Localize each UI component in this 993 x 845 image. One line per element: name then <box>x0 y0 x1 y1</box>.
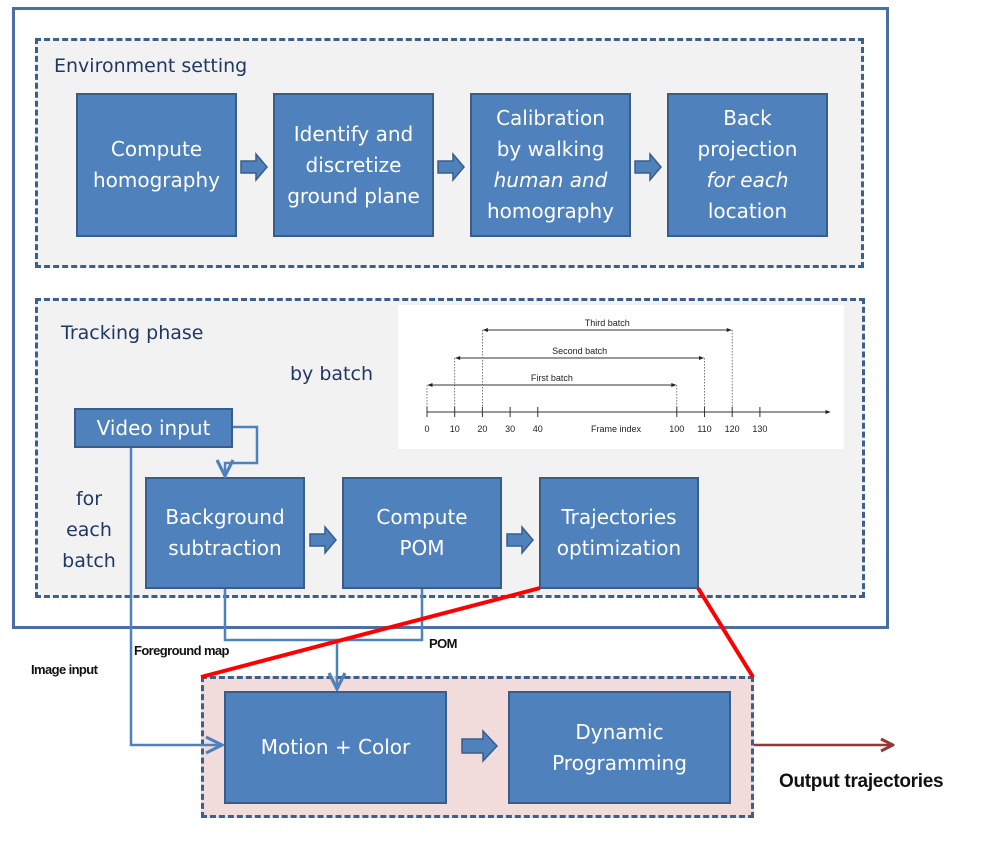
step-line: discretize <box>305 152 402 177</box>
step-line: ground plane <box>287 183 420 208</box>
step-line: homography <box>92 168 220 192</box>
chart-x-tick-label: 0 <box>424 424 429 434</box>
batch-label: Second batch <box>552 346 607 356</box>
step-compute-homography[interactable]: Compute homography <box>76 93 237 237</box>
by-batch-label: by batch <box>290 363 373 385</box>
step-line: Compute <box>376 505 468 529</box>
flow-arrow-icon <box>240 151 268 183</box>
chart-x-tick-label: 20 <box>477 424 487 434</box>
step-line: subtraction <box>168 536 282 560</box>
batch-label: Third batch <box>585 318 630 328</box>
foreground-map-connector <box>223 589 424 642</box>
for-each-batch-line: for <box>75 488 103 510</box>
chart-x-axis-label: Frame index <box>591 424 642 434</box>
step-motion-color[interactable]: Motion + Color <box>224 691 447 804</box>
image-input-connector <box>129 448 222 745</box>
for-each-batch-line: batch <box>62 550 116 572</box>
flow-arrow-icon <box>506 524 534 556</box>
step-text: Background subtraction <box>165 502 284 564</box>
step-line: Identify and <box>293 121 414 146</box>
step-text: Trajectories optimization <box>557 502 681 564</box>
step-line: homography <box>486 199 614 223</box>
chart-x-tick-label: 100 <box>669 424 684 434</box>
zoom-line-left <box>200 586 541 679</box>
chart-x-tick-label: 110 <box>697 424 711 434</box>
for-each-batch-label: for each batch <box>56 484 122 577</box>
step-text: Identify and discretize ground plane <box>287 119 420 212</box>
batch-timeline-svg: 0 10 20 30 40 100 110 120 130 Frame index First ba… <box>424 318 831 434</box>
step-line: Trajectories <box>561 505 677 529</box>
step-line: Motion + Color <box>260 735 411 759</box>
output-trajectories-label: Output trajectories <box>779 771 944 792</box>
step-dynamic-programming[interactable]: Dynamic Programming <box>508 691 731 804</box>
zoom-line-right <box>696 586 755 679</box>
chart-x-tick-label: 120 <box>725 424 740 434</box>
batch-timeline-chart: 0 10 20 30 40 100 110 120 130 Frame index First ba… <box>398 305 844 449</box>
step-identify-ground-plane[interactable]: Identify and discretize ground plane <box>273 93 434 237</box>
flow-arrow-icon <box>461 729 499 763</box>
step-text: Motion + Color <box>261 732 411 763</box>
video-input-label: Video input <box>96 415 211 440</box>
step-text: Compute homography <box>93 134 220 196</box>
step-line: Back <box>723 106 772 130</box>
step-compute-pom[interactable]: Compute POM <box>342 477 502 589</box>
step-background-subtraction[interactable]: Background subtraction <box>145 477 305 589</box>
step-text: Calibration by walking human and homography <box>487 103 614 227</box>
step-line: Compute <box>110 137 203 161</box>
step-trajectories-optimization[interactable]: Trajectories optimization <box>539 477 699 589</box>
step-line: Calibration <box>496 106 605 130</box>
step-line: Dynamic <box>575 719 664 744</box>
flow-arrow-icon <box>634 151 662 183</box>
foreground-map-label: Foreground map <box>134 643 229 658</box>
step-line: optimization <box>556 536 682 560</box>
for-each-batch-line: each <box>66 519 112 541</box>
step-back-projection[interactable]: Back projection for each location <box>667 93 828 237</box>
environment-setting-title: Environment setting <box>54 55 248 77</box>
pom-label: POM <box>429 636 457 651</box>
tracking-phase-title: Tracking phase <box>61 322 204 344</box>
batch-label: First batch <box>531 373 573 383</box>
step-text: Compute POM <box>376 502 467 564</box>
step-line: projection <box>697 137 798 161</box>
step-text: Back projection for each location <box>698 103 798 227</box>
step-line: human and <box>493 168 608 192</box>
flow-arrow-icon <box>309 524 337 556</box>
video-input-box[interactable]: Video input <box>74 408 233 448</box>
step-line: Programming <box>552 750 687 775</box>
flow-arrow-icon <box>437 151 465 183</box>
step-line: location <box>707 199 788 223</box>
step-calibration[interactable]: Calibration by walking human and homography <box>470 93 631 237</box>
step-text: Dynamic Programming <box>552 717 687 779</box>
image-input-label: Image input <box>31 662 98 677</box>
step-line: for each <box>706 168 789 192</box>
chart-x-tick-label: 130 <box>752 424 767 434</box>
step-line: Background <box>165 505 285 529</box>
chart-x-tick-label: 30 <box>505 424 515 434</box>
chart-x-tick-label: 40 <box>533 424 543 434</box>
step-line: POM <box>399 536 445 560</box>
step-line: by walking <box>496 137 605 161</box>
chart-x-tick-label: 10 <box>450 424 460 434</box>
video-to-background-connector <box>225 425 259 476</box>
